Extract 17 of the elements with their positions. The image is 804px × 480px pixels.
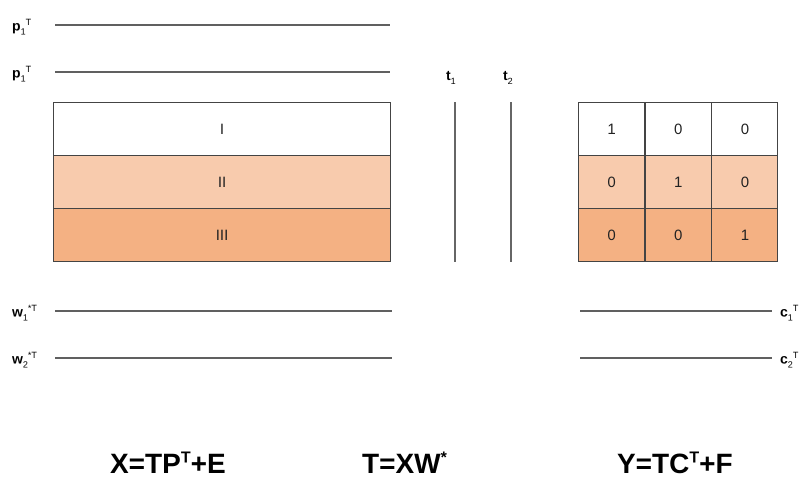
- matrix-band: III: [53, 208, 391, 262]
- matrix-band: I: [53, 102, 391, 156]
- vector-label: t$_{2}$: [503, 68, 513, 86]
- matrix-cell: 1: [578, 102, 645, 156]
- matrix-cell: 0: [578, 155, 645, 209]
- equation: T=XW$^{*}$: [362, 450, 447, 478]
- equation: X=TP$^{T}$+E: [110, 450, 226, 478]
- equation: Y=TC$^{T}$+F: [617, 450, 733, 478]
- matrix-cell: 0: [644, 102, 712, 156]
- vector-label: t$_{1}$: [446, 68, 456, 86]
- matrix-cell: 0: [711, 102, 778, 156]
- matrix-cell: 0: [711, 155, 778, 209]
- matrix-cell: 0: [644, 208, 712, 262]
- matrix-cell: 1: [711, 208, 778, 262]
- matrix-cell: 0: [578, 208, 645, 262]
- matrix-band: II: [53, 155, 391, 209]
- matrix-cell: 1: [644, 155, 712, 209]
